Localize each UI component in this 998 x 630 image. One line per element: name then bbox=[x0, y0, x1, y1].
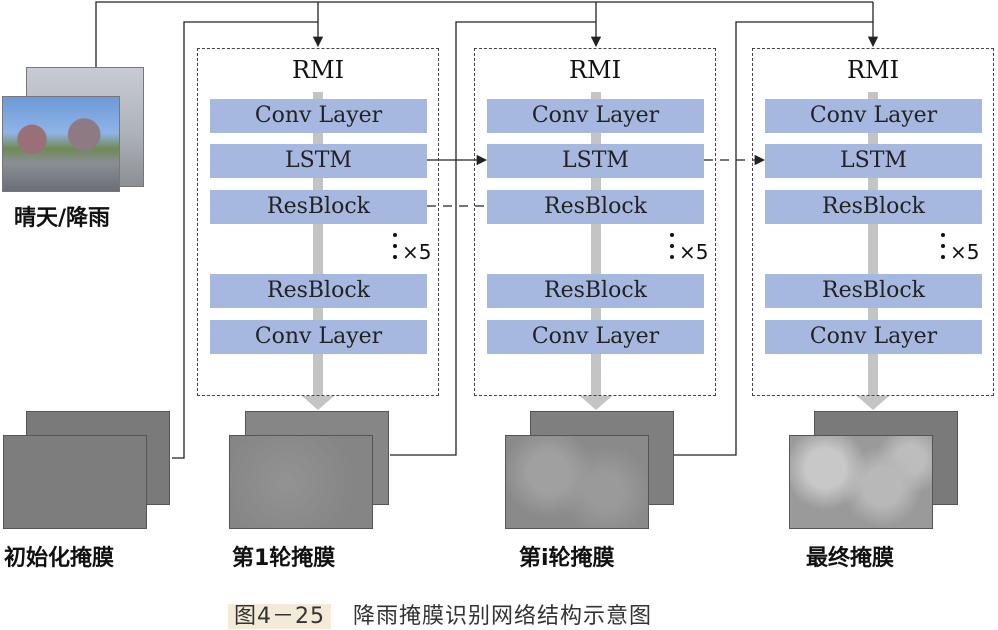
resblock-bottom-3: ResBlock bbox=[765, 274, 982, 308]
rmi-title-1: RMI bbox=[291, 56, 345, 84]
roundi-mask-label: 第i轮掩膜 bbox=[519, 546, 615, 571]
mask-feed-2 bbox=[390, 21, 596, 456]
sunny-image-front bbox=[2, 96, 120, 192]
conv-layer-bottom-1: Conv Layer bbox=[210, 320, 427, 354]
repeat-label-3: ×5 bbox=[950, 240, 980, 264]
repeat-label-2: ×5 bbox=[679, 240, 709, 264]
final-mask-label: 最终掩膜 bbox=[806, 546, 895, 571]
rmi-module-1 bbox=[197, 48, 439, 396]
round1-mask-front bbox=[229, 435, 373, 529]
repeat-dots-1 bbox=[393, 233, 397, 266]
input-bus bbox=[95, 1, 873, 70]
rmi-module-2 bbox=[474, 48, 716, 396]
conv-layer-top-1: Conv Layer bbox=[210, 99, 427, 133]
figure-number: 图4－25 bbox=[228, 604, 331, 629]
lstm-layer-1: LSTM bbox=[210, 144, 427, 178]
repeat-dots-2 bbox=[670, 233, 674, 266]
resblock-bottom-2: ResBlock bbox=[487, 274, 704, 308]
resblock-top-1: ResBlock bbox=[210, 190, 427, 224]
figure-caption: 图4－25 降雨掩膜识别网络结构示意图 bbox=[228, 598, 652, 630]
mask-feed-3 bbox=[674, 21, 873, 456]
roundi-mask-front bbox=[505, 435, 649, 529]
round1-mask-label: 第1轮掩膜 bbox=[232, 546, 336, 571]
resblock-bottom-1: ResBlock bbox=[210, 274, 427, 308]
repeat-label-1: ×5 bbox=[402, 240, 432, 264]
lstm-layer-3: LSTM bbox=[765, 144, 982, 178]
final-mask-front bbox=[789, 435, 933, 529]
flow-arrowhead-1 bbox=[302, 396, 334, 410]
input-label: 晴天/降雨 bbox=[14, 206, 111, 231]
mask-feed-1 bbox=[172, 21, 318, 459]
resblock-top-2: ResBlock bbox=[487, 190, 704, 224]
rmi-module-3 bbox=[752, 48, 994, 396]
figure-title: 降雨掩膜识别网络结构示意图 bbox=[353, 604, 653, 629]
repeat-dots-3 bbox=[941, 233, 945, 266]
resblock-top-3: ResBlock bbox=[765, 190, 982, 224]
conv-layer-top-2: Conv Layer bbox=[487, 99, 704, 133]
flow-arrowhead-3 bbox=[857, 396, 889, 410]
rmi-title-2: RMI bbox=[568, 56, 622, 84]
conv-layer-top-3: Conv Layer bbox=[765, 99, 982, 133]
rmi-title-3: RMI bbox=[846, 56, 900, 84]
flow-arrowhead-2 bbox=[580, 396, 612, 410]
conv-layer-bottom-2: Conv Layer bbox=[487, 320, 704, 354]
lstm-layer-2: LSTM bbox=[487, 144, 704, 178]
initial-mask-label: 初始化掩膜 bbox=[4, 546, 115, 571]
conv-layer-bottom-3: Conv Layer bbox=[765, 320, 982, 354]
initial-mask-front bbox=[3, 435, 147, 529]
